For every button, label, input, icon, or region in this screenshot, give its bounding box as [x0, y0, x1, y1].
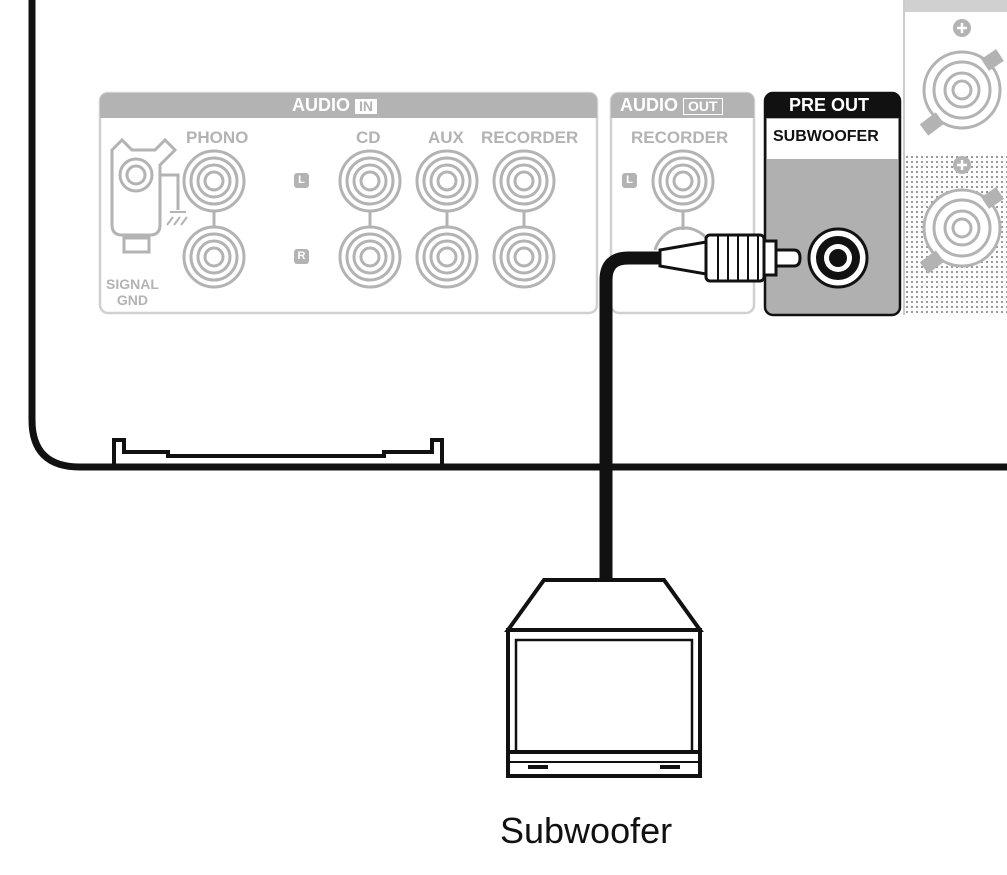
- input-label-cd: CD: [356, 128, 381, 147]
- jack-aux-left: [415, 149, 479, 213]
- audio-out-title: AUDIO OUT: [620, 96, 723, 115]
- channel-l-badge-out: L: [622, 173, 637, 188]
- signal-gnd-line1: SIGNAL: [106, 276, 159, 292]
- signal-gnd-line2: GND: [116, 292, 148, 308]
- output-label-recorder: RECORDER: [631, 128, 729, 147]
- signal-gnd-label: SIGNAL GND: [106, 276, 159, 308]
- subwoofer-cable: [599, 251, 662, 580]
- jack-aux-right: [415, 225, 479, 289]
- signal-gnd-terminal: [110, 137, 188, 254]
- subwoofer-speaker: [504, 578, 704, 778]
- audio-in-title-prefix: AUDIO: [292, 95, 350, 115]
- rca-jacks: [182, 149, 869, 289]
- audio-out-badge: OUT: [683, 98, 723, 115]
- speaker-terminals: [919, 19, 1004, 274]
- pre-out-title: PRE OUT: [789, 95, 870, 115]
- input-label-phono: PHONO: [186, 128, 249, 147]
- rca-plug: [658, 233, 802, 283]
- subwoofer-caption: Subwoofer: [500, 810, 673, 851]
- jack-cd-right: [338, 225, 402, 289]
- audio-out-title-prefix: AUDIO: [620, 95, 678, 115]
- jack-pre-out-subwoofer: [807, 227, 869, 289]
- audio-in-badge: IN: [355, 99, 378, 114]
- pre-out-subwoofer-label: SUBWOOFER: [773, 128, 879, 145]
- audio-out-panel: [609, 91, 756, 315]
- audio-in-panel: [98, 91, 599, 315]
- audio-in-title: AUDIO IN: [292, 95, 378, 115]
- channel-l-badge-in: L: [294, 173, 309, 188]
- jack-cd-left: [338, 149, 402, 213]
- jack-phono-left: [182, 149, 246, 213]
- jack-recorder-in-left: [492, 149, 556, 213]
- jack-phono-right: [182, 225, 246, 289]
- input-label-aux: AUX: [428, 128, 464, 147]
- jack-recorder-in-right: [492, 225, 556, 289]
- channel-r-badge-in: R: [294, 249, 309, 264]
- jack-recorder-out-left: [651, 149, 715, 213]
- amplifier-foot: [112, 438, 444, 468]
- speaker-terminal-panel: [903, 0, 1007, 315]
- input-label-recorder: RECORDER: [481, 128, 579, 147]
- amplifier-rear-outline: [28, 0, 1007, 471]
